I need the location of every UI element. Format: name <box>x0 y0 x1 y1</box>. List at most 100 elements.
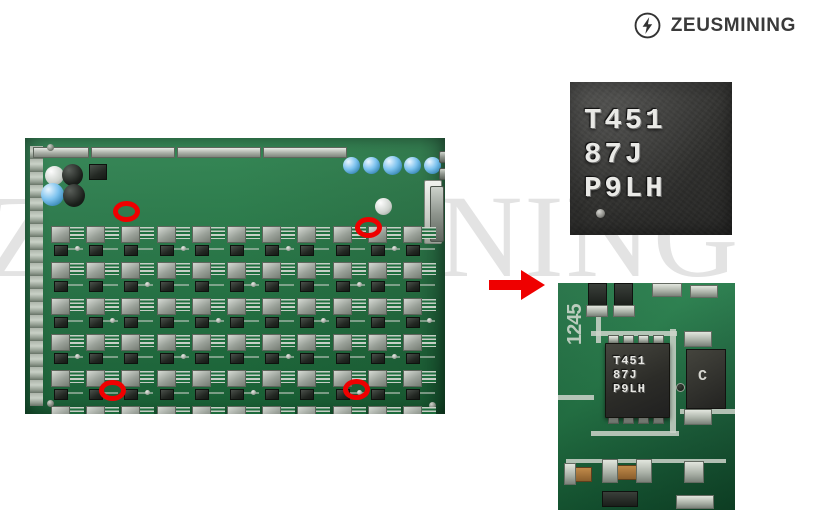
arrow-right-icon <box>487 266 549 304</box>
capacitor <box>375 198 392 215</box>
asic-chip <box>156 262 176 279</box>
solder-pad-array <box>246 227 260 239</box>
asic-chip <box>297 370 317 387</box>
capacitor <box>404 157 421 174</box>
asic-chip <box>121 406 141 414</box>
smd-passive <box>159 389 174 400</box>
asic-chip <box>262 370 282 387</box>
asic-chip <box>156 370 176 387</box>
solder-pad-array <box>422 407 436 414</box>
asic-chip <box>367 370 387 387</box>
solder-pad-array <box>140 335 155 347</box>
solder-pad-array <box>210 227 225 239</box>
solder-pad-array <box>70 335 84 347</box>
smd-passive <box>54 353 68 364</box>
asic-chip <box>51 262 70 279</box>
capacitor <box>383 156 402 175</box>
pcb-trace <box>384 392 400 394</box>
pin-one-indicator <box>596 209 605 218</box>
pcb-trace <box>173 284 189 286</box>
asic-chip <box>262 334 282 351</box>
smd-passive <box>335 281 350 292</box>
pcb-trace <box>103 356 119 358</box>
smd-component <box>602 491 638 507</box>
capacitor <box>63 184 85 207</box>
solder-pad-array <box>281 263 296 275</box>
solder-pad-array <box>175 299 190 311</box>
solder-pad-array <box>281 227 296 239</box>
smd-passive <box>54 389 68 400</box>
asic-chip <box>51 226 70 243</box>
solder-joint <box>110 318 116 323</box>
pcb-trace <box>208 284 224 286</box>
smd-passive <box>89 353 104 364</box>
transistor-marking: C <box>698 368 708 385</box>
silkscreen-label: 1245 <box>564 304 586 346</box>
capacitor <box>343 157 360 174</box>
asic-chip <box>121 334 141 351</box>
annotation-marker-3 <box>99 380 126 401</box>
smd-passive <box>194 245 209 256</box>
brand-logo: ZEUSMINING <box>633 11 796 40</box>
capacitor <box>62 164 83 186</box>
asic-chip <box>191 226 211 243</box>
solder-joint <box>251 390 256 395</box>
solder-pad-array <box>210 407 225 414</box>
solder-pad <box>684 461 704 483</box>
asic-chip <box>86 406 106 414</box>
asic-chip <box>191 370 211 387</box>
asic-chip <box>121 262 141 279</box>
smd-passive <box>54 281 68 292</box>
busbar <box>33 147 89 158</box>
pcb-trace <box>244 248 259 250</box>
pcb-trace <box>420 392 435 394</box>
pcb-trace <box>420 284 435 286</box>
asic-chip <box>121 298 141 315</box>
smd-passive <box>335 353 350 364</box>
pcb-trace <box>314 284 330 286</box>
solder-joint <box>321 318 327 323</box>
solder-pad-array <box>105 299 120 311</box>
smd-passive <box>370 281 385 292</box>
solder-pad-array <box>281 371 296 383</box>
solder-pad-array <box>210 371 225 383</box>
solder-pad-array <box>105 227 120 239</box>
asic-chip <box>227 334 246 351</box>
asic-chip <box>121 226 141 243</box>
asic-chip <box>227 370 246 387</box>
smd-passive <box>406 389 420 400</box>
asic-chip <box>227 298 246 315</box>
solder-pad-array <box>70 407 84 414</box>
asic-chip <box>51 298 70 315</box>
asic-chip <box>297 226 317 243</box>
solder-joint <box>356 282 362 287</box>
pcb-trace <box>591 431 679 436</box>
asic-chip <box>332 226 352 243</box>
solder-pad-array <box>422 299 436 311</box>
asic-chip <box>191 298 211 315</box>
smd-passive <box>194 389 209 400</box>
solder-pad-array <box>210 263 225 275</box>
asic-chip <box>403 334 422 351</box>
pcb-trace <box>244 356 259 358</box>
solder-pad-array <box>316 263 331 275</box>
solder-pad-array <box>386 407 401 414</box>
asic-chip <box>403 406 422 414</box>
busbar <box>91 147 175 158</box>
solder-joint <box>145 282 151 287</box>
target-chip: T451 87J P9LH <box>605 343 670 418</box>
busbar <box>177 147 261 158</box>
asic-chip <box>367 334 387 351</box>
pcb-trace <box>244 320 259 322</box>
solder-pad-array <box>281 335 296 347</box>
solder-pad <box>652 283 682 297</box>
hashboard-photo <box>25 138 445 414</box>
chip-marking-line-1: T451 <box>613 354 646 368</box>
solder-pad-array <box>175 263 190 275</box>
solder-pad <box>676 495 714 509</box>
annotation-marker-1 <box>113 201 140 222</box>
pcb-trace <box>138 320 154 322</box>
solder-pad-array <box>210 299 225 311</box>
solder-pad-array <box>281 299 296 311</box>
connector-clip <box>439 168 445 180</box>
